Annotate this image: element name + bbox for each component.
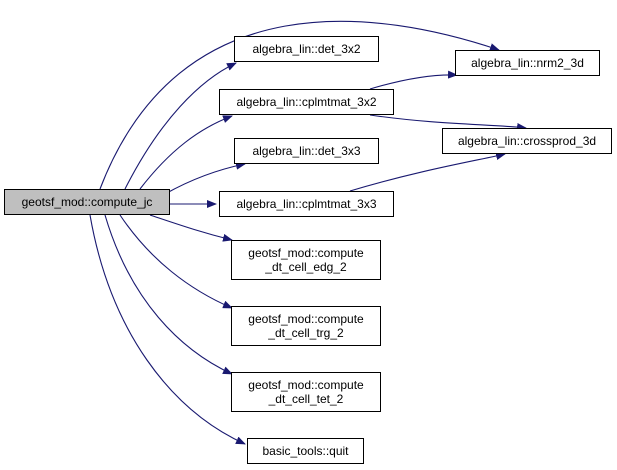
node-label: algebra_lin::cplmtmat_3x3: [236, 197, 377, 211]
node-basic-tools-quit[interactable]: basic_tools::quit: [247, 438, 364, 464]
node-label-line2: _dt_cell_edg_2: [265, 260, 347, 274]
edge-root-to-nrm2: [99, 20, 500, 190]
edge-root-to-trg: [119, 214, 233, 309]
edge-root-to-det_3x3: [164, 161, 246, 195]
edge-root-to-cplmtmat_3x2: [139, 115, 233, 190]
node-cplmtmat-3x2[interactable]: algebra_lin::cplmtmat_3x2: [219, 89, 394, 115]
edges: [89, 20, 527, 445]
node-label: algebra_lin::det_3x3: [252, 144, 361, 158]
node-label-line1: geotsf_mod::compute: [248, 246, 364, 260]
edge-cplmtmat_3x2-to-nrm2: [369, 70, 458, 90]
node-label-line2: _dt_cell_trg_2: [268, 326, 344, 340]
edge-cplmtmat_3x3-to-crossprod: [349, 152, 506, 192]
node-compute-dt-cell-tet-2[interactable]: geotsf_mod::compute _dt_cell_tet_2: [231, 372, 381, 412]
node-crossprod-3d[interactable]: algebra_lin::crossprod_3d: [442, 128, 612, 154]
node-label: algebra_lin::det_3x2: [252, 42, 361, 56]
edge-root-to-tet: [104, 214, 233, 375]
node-label: basic_tools::quit: [262, 444, 349, 458]
node-label-line1: geotsf_mod::compute: [248, 378, 364, 392]
node-nrm2-3d[interactable]: algebra_lin::nrm2_3d: [455, 50, 600, 76]
node-compute-dt-cell-edg-2[interactable]: geotsf_mod::compute _dt_cell_edg_2: [231, 240, 381, 280]
node-det-3x2[interactable]: algebra_lin::det_3x2: [234, 36, 379, 62]
node-label: algebra_lin::crossprod_3d: [457, 134, 597, 148]
node-label-line1: geotsf_mod::compute: [248, 312, 364, 326]
edge-root-to-det_3x2: [124, 62, 237, 190]
node-label: algebra_lin::nrm2_3d: [471, 56, 584, 70]
node-cplmtmat-3x3[interactable]: algebra_lin::cplmtmat_3x3: [219, 191, 394, 217]
node-compute-jc: geotsf_mod::compute_jc: [4, 189, 170, 215]
edge-cplmtmat_3x2-to-crossprod: [369, 114, 527, 131]
node-compute-dt-cell-trg-2[interactable]: geotsf_mod::compute _dt_cell_trg_2: [231, 306, 381, 346]
edge-root-to-quit: [89, 214, 246, 445]
edge-root-to-edg: [149, 214, 233, 242]
node-label-line2: _dt_cell_tet_2: [268, 392, 344, 406]
node-det-3x3[interactable]: algebra_lin::det_3x3: [234, 138, 379, 164]
node-label: algebra_lin::cplmtmat_3x2: [236, 95, 377, 109]
node-label: geotsf_mod::compute_jc: [21, 195, 153, 209]
